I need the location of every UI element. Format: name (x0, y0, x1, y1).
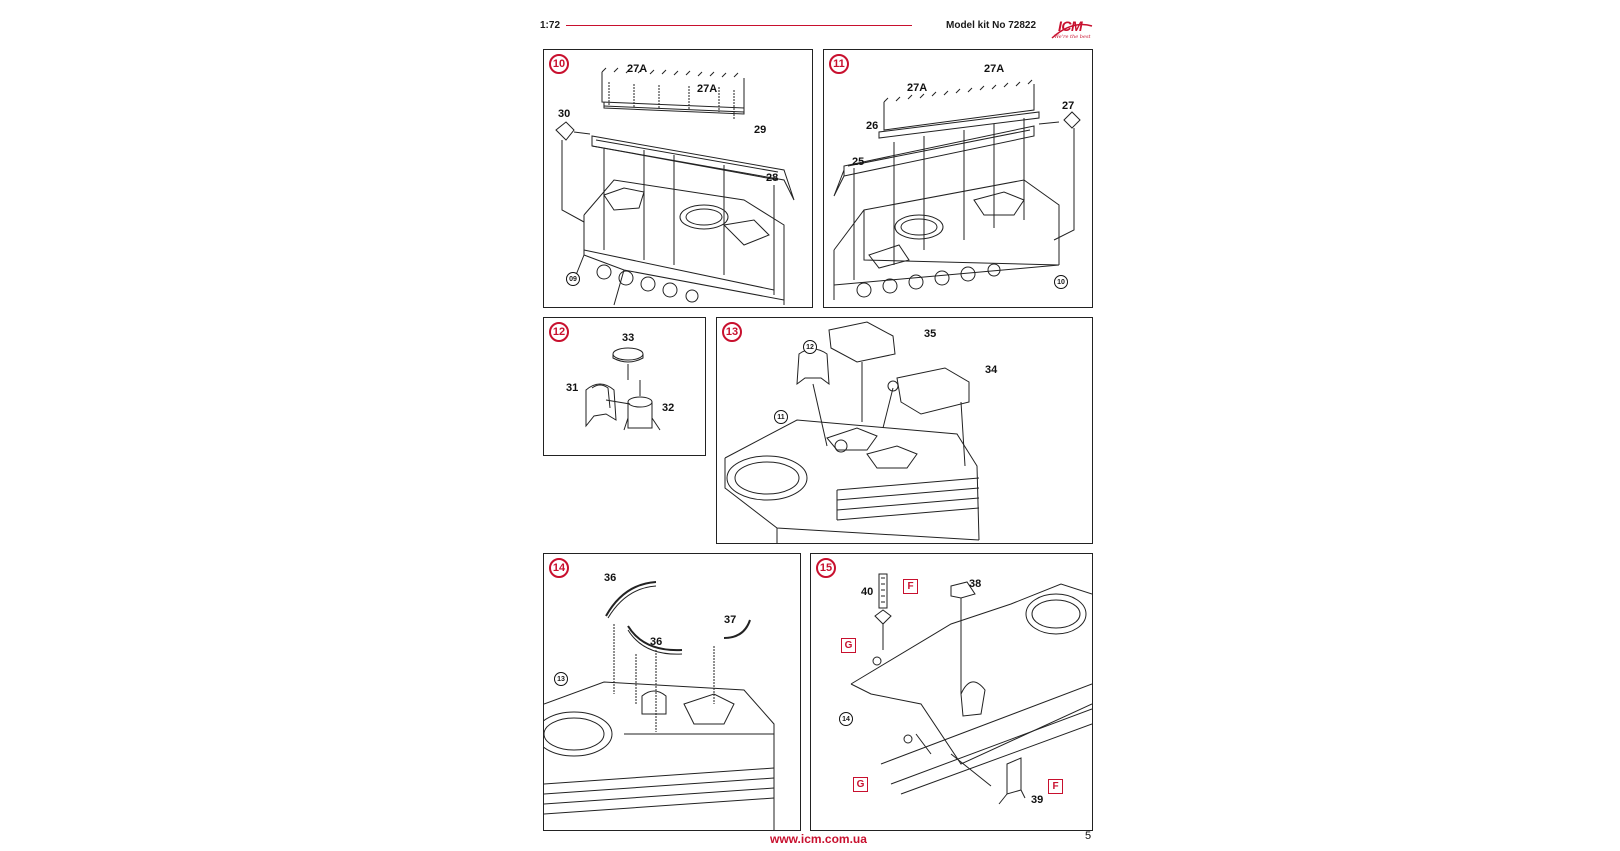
part-label: 35 (924, 328, 937, 340)
part-label: 27A (907, 82, 928, 94)
part-label: 28 (766, 172, 779, 184)
step-12-badge: 12 (549, 322, 569, 342)
step-10-panel: 10 27A 27A 30 29 28 09 (543, 49, 813, 308)
header-rule (566, 25, 912, 26)
step-reference: 09 (566, 272, 580, 286)
part-label: 36 (604, 572, 617, 584)
step-13-drawing (724, 321, 980, 543)
step-10-drawing (555, 67, 795, 306)
footer-url: www.icm.com.ua (770, 832, 867, 846)
step-10-badge: 10 (549, 54, 569, 74)
part-label: 40 (861, 586, 874, 598)
step-14-badge: 14 (549, 558, 569, 578)
part-label: 27A (697, 83, 718, 95)
part-label: 32 (662, 402, 675, 414)
kit-number: Model kit No 72822 (946, 20, 1037, 31)
step-14-drawing (544, 581, 775, 830)
step-reference: 12 (803, 340, 817, 354)
sprue-marker: F (903, 579, 918, 594)
part-label: 39 (1031, 794, 1044, 806)
sprue-marker: G (841, 638, 856, 653)
step-11-drawing (833, 79, 1081, 300)
step-15-panel: 15 40 38 39 F G G F 14 (810, 553, 1093, 831)
sprue-marker: F (1048, 779, 1063, 794)
step-reference: 10 (1054, 275, 1068, 289)
step-15-badge: 15 (816, 558, 836, 578)
page-number: 5 (1085, 830, 1092, 842)
step-13-badge: 13 (722, 322, 742, 342)
step-reference: 11 (774, 410, 788, 424)
step-11-panel: 11 27A 27A 26 27 25 10 (823, 49, 1093, 308)
part-label: 37 (724, 614, 737, 626)
icm-logo-tagline: We're the best (1054, 34, 1091, 40)
step-12-panel: 12 33 31 32 (543, 317, 706, 456)
part-label: 31 (566, 382, 579, 394)
step-14-panel: 14 36 36 37 13 (543, 553, 801, 831)
part-label: 36 (650, 636, 663, 648)
part-label: 25 (852, 156, 865, 168)
sprue-marker: G (853, 777, 868, 792)
step-reference: 13 (554, 672, 568, 686)
step-12-drawing (585, 347, 661, 431)
icm-logo-swoosh (1051, 23, 1093, 39)
part-label: 38 (969, 578, 982, 590)
part-label: 34 (985, 364, 998, 376)
part-label: 30 (558, 108, 571, 120)
step-13-panel: 13 35 34 12 11 (716, 317, 1093, 544)
part-label: 27 (1062, 100, 1075, 112)
part-label: 26 (866, 120, 879, 132)
part-label: 27A (984, 63, 1005, 75)
step-reference: 14 (839, 712, 853, 726)
part-label: 27A (627, 63, 648, 75)
icm-logo: ICM (1058, 18, 1083, 34)
part-label: 33 (622, 332, 635, 344)
part-label: 29 (754, 124, 767, 136)
step-15-drawing (850, 573, 1092, 805)
step-11-badge: 11 (829, 54, 849, 74)
scale-label: 1:72 (540, 20, 561, 31)
